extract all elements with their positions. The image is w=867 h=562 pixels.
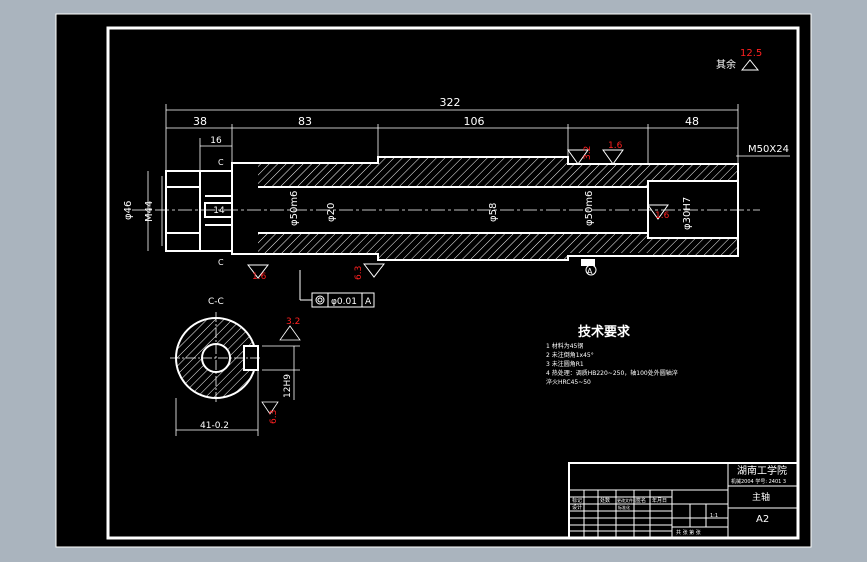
- title-row-design: 设计: [572, 504, 582, 511]
- tolerance-datum: A: [365, 297, 372, 307]
- drawing-frame: [106, 26, 800, 540]
- dia-m44: M44: [144, 201, 155, 222]
- hatch-right-lower: [648, 238, 738, 256]
- dim-48: 48: [685, 115, 699, 128]
- title-row-date: 年月日: [652, 497, 667, 504]
- rough-6-3: 6.3: [354, 266, 364, 280]
- dim-overall-322: 322: [440, 96, 461, 109]
- section-rough-3-2: 3.2: [286, 317, 300, 327]
- thread-m50x24: M50X24: [748, 144, 789, 155]
- section-label: C-C: [208, 297, 224, 307]
- title-row-mark: 标记: [572, 497, 582, 504]
- title-block: [568, 462, 799, 539]
- dim-c-top: C: [218, 158, 224, 167]
- title-row-count: 处数: [600, 497, 610, 504]
- requirement-1: 1 材料为45钢: [546, 342, 583, 350]
- section-dim-12h9: 12H9: [283, 374, 293, 398]
- dim-14: 14: [213, 206, 225, 216]
- title-school: 湖南工学院: [737, 464, 787, 477]
- section-dimensions: [175, 325, 301, 436]
- title-school-sub: 机械2004 学号: 2401 3: [731, 478, 786, 485]
- rough-1-6-c: 1.6: [252, 272, 267, 282]
- rough-1-6-a: 1.6: [608, 141, 623, 151]
- requirement-3: 3 未注圆角R1: [546, 360, 584, 368]
- section-dim-41: 41-0.2: [200, 421, 229, 431]
- dim-38: 38: [193, 115, 207, 128]
- requirements-title: 技术要求: [578, 324, 631, 340]
- requirement-2: 2 未注倒角1x45°: [546, 351, 594, 359]
- drawing-sheet: [55, 13, 812, 548]
- roughness-symbols: [246, 59, 760, 279]
- title-sheet-info: 共 张 第 张: [676, 529, 701, 536]
- dia-20: φ20: [326, 203, 337, 222]
- section-view: [170, 312, 262, 404]
- title-row-sign: 签名: [636, 497, 646, 504]
- hatch-upper: [258, 157, 648, 187]
- dim-16: 16: [210, 136, 222, 146]
- tolerance-value: φ0.01: [331, 297, 357, 307]
- title-row-docno: 更改文件号: [617, 497, 637, 503]
- section-rough-6-3: 6.3: [269, 410, 279, 424]
- dia-50m6-left: φ50m6: [289, 191, 300, 226]
- hatch-lower: [258, 233, 648, 260]
- rough-3-2-shaft: 3.2: [583, 146, 593, 160]
- datum-a-label: A: [587, 267, 593, 276]
- dia-46: φ46: [123, 201, 134, 220]
- dimension-lines: [147, 104, 790, 251]
- tolerance-frame: [299, 270, 375, 308]
- dim-106: 106: [464, 115, 485, 128]
- datum-a-circle: [585, 264, 597, 276]
- title-part-name: 主轴: [752, 491, 770, 503]
- hatch-right: [648, 163, 738, 181]
- dia-58: φ58: [488, 203, 499, 222]
- dim-c-bottom: C: [218, 258, 224, 267]
- shaft-main-view: [165, 156, 739, 266]
- requirement-4: 4 热处理：调质HB220~250，轴100处外圆轴淬: [546, 369, 678, 377]
- title-sheet-size: A2: [756, 514, 769, 525]
- roughness-other-label: 其余: [716, 58, 736, 71]
- dim-83: 83: [298, 115, 312, 128]
- roughness-other-value: 12.5: [740, 48, 762, 59]
- rough-1-6-b: 1.6: [655, 211, 670, 221]
- title-scale: 1:1: [710, 513, 718, 519]
- title-row-standard: 标准化: [618, 504, 630, 510]
- dia-30h7: φ30H7: [682, 197, 693, 230]
- dia-50m6-right: φ50m6: [584, 191, 595, 226]
- requirement-5: 淬火HRC45~50: [546, 378, 591, 386]
